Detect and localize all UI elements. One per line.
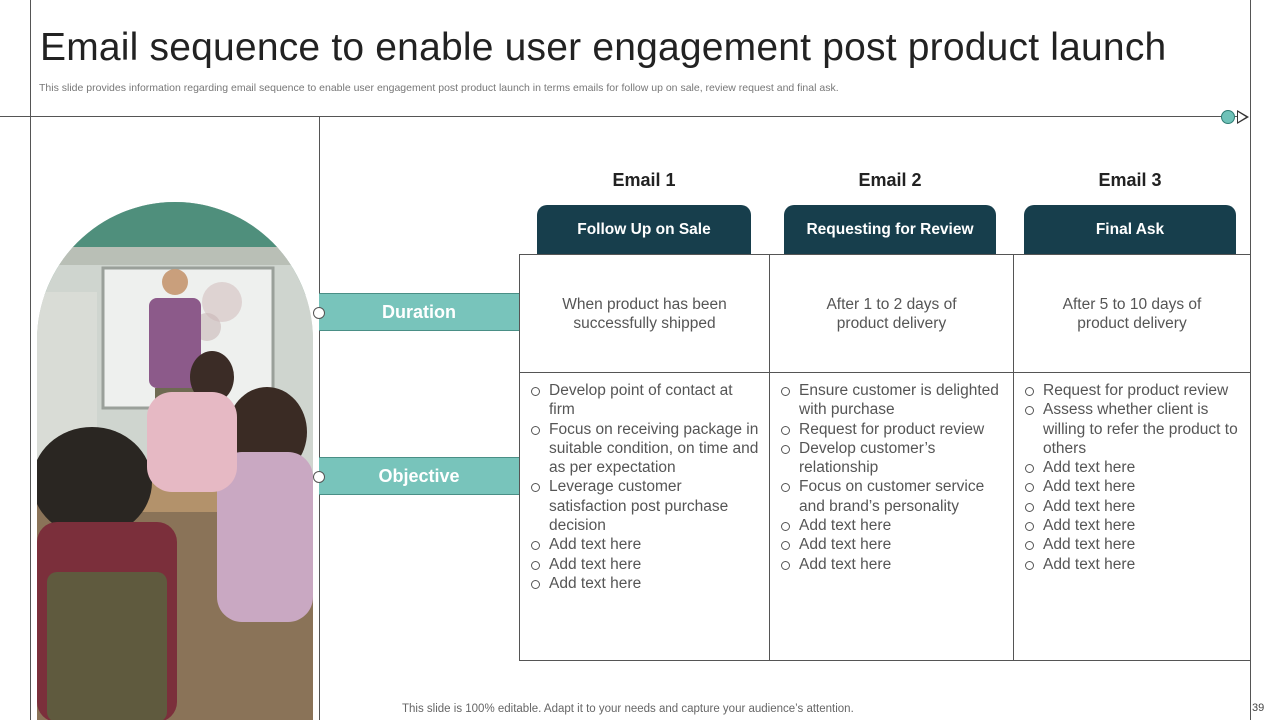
row-label-duration: Duration <box>313 293 519 331</box>
list-item: Add text here <box>529 555 761 574</box>
duration-cell-email-1: When product has been successfully shipp… <box>520 295 769 333</box>
list-item: Focus on customer service and brand’s pe… <box>779 477 1007 516</box>
header-divider <box>0 116 1240 117</box>
footer-note: This slide is 100% editable. Adapt it to… <box>402 703 854 715</box>
circle-icon <box>1221 110 1235 124</box>
row-label-duration-text: Duration <box>382 301 456 322</box>
list-item: Focus on receiving package in suitable c… <box>529 420 761 478</box>
duration-cell-email-3: After 5 to 10 days of product delivery <box>1014 295 1250 333</box>
list-item: Add text here <box>779 535 1007 554</box>
tab-follow-up-on-sale: Follow Up on Sale <box>537 205 751 255</box>
duration-text-line: product delivery <box>1077 315 1187 332</box>
row-label-objective: Objective <box>313 457 519 495</box>
list-item: Add text here <box>529 574 761 593</box>
list-item: Develop point of contact at firm <box>529 381 761 420</box>
frame-left-line <box>30 0 31 720</box>
list-item: Assess whether client is willing to refe… <box>1023 400 1245 458</box>
list-item: Add text here <box>1023 477 1245 496</box>
duration-text-line: After 1 to 2 days of <box>826 296 957 313</box>
list-item: Ensure customer is delighted with purcha… <box>779 381 1007 420</box>
duration-text-line: After 5 to 10 days of <box>1062 296 1202 313</box>
list-item: Develop customer’s relationship <box>779 439 1007 478</box>
row-label-objective-text: Objective <box>378 465 460 486</box>
list-item: Add text here <box>1023 555 1245 574</box>
table-row-divider <box>520 372 1250 373</box>
list-item: Add text here <box>1023 497 1245 516</box>
objective-list-email-3: Request for product review Assess whethe… <box>1023 381 1245 574</box>
duration-text-line: When product has been <box>562 296 727 313</box>
email-header-3: Email 3 <box>1098 170 1162 190</box>
list-item: Add text here <box>1023 458 1245 477</box>
objective-list-email-2: Ensure customer is delighted with purcha… <box>779 381 1007 574</box>
duration-text-line: product delivery <box>836 315 947 332</box>
page-number: 39 <box>1252 702 1265 714</box>
connector-knob-objective <box>313 471 325 483</box>
photo-divider <box>319 116 320 720</box>
list-item: Request for product review <box>779 420 1007 439</box>
list-item: Add text here <box>529 535 761 554</box>
classroom-photo <box>37 202 313 720</box>
slide-subtitle: This slide provides information regardin… <box>39 82 839 94</box>
slide-title: Email sequence to enable user engagement… <box>40 26 1167 69</box>
email-header-2: Email 2 <box>858 170 922 190</box>
objective-list-email-1: Develop point of contact at firm Focus o… <box>529 381 761 593</box>
duration-cell-email-2: After 1 to 2 days of product delivery <box>770 295 1013 333</box>
arrow-right-icon <box>1237 110 1249 124</box>
list-item: Add text here <box>1023 516 1245 535</box>
table-column-divider <box>1013 255 1014 660</box>
duration-text-line: successfully shipped <box>573 315 716 332</box>
tab-requesting-for-review: Requesting for Review <box>784 205 996 255</box>
email-header-1: Email 1 <box>612 170 676 190</box>
list-item: Add text here <box>779 555 1007 574</box>
connector-knob-duration <box>313 307 325 319</box>
list-item: Add text here <box>779 516 1007 535</box>
list-item: Request for product review <box>1023 381 1245 400</box>
table-column-divider <box>769 255 770 660</box>
list-item: Leverage customer satisfaction post purc… <box>529 477 761 535</box>
tab-final-ask: Final Ask <box>1024 205 1236 255</box>
classroom-photo-illustration <box>37 202 313 720</box>
email-table: When product has been successfully shipp… <box>519 254 1251 661</box>
list-item: Add text here <box>1023 535 1245 554</box>
